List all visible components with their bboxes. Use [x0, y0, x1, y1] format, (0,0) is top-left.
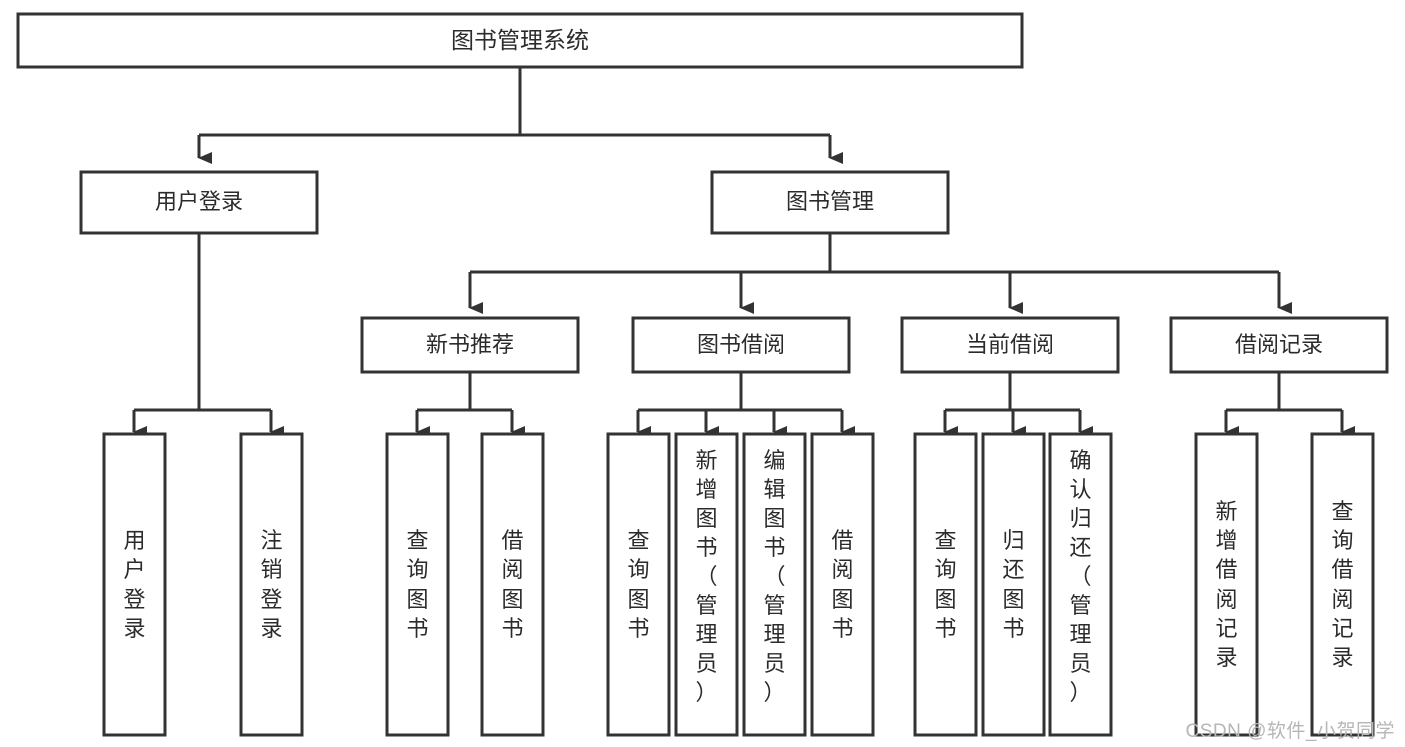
- leaf-edit-book-box[interactable]: [742, 432, 807, 737]
- leaf-query-borrow-record-box[interactable]: [1310, 432, 1375, 737]
- node-user-login-box[interactable]: [79, 170, 319, 235]
- leaf-return-book-box[interactable]: [981, 432, 1046, 737]
- node-borrow-record-box[interactable]: [1169, 316, 1389, 374]
- node-root-box[interactable]: [16, 12, 1024, 69]
- leaf-add-book-box[interactable]: [674, 432, 739, 737]
- watermark-text: CSDN @软件_小贺同学: [1185, 721, 1395, 742]
- leaf-query-book-current-box[interactable]: [913, 432, 978, 737]
- node-book-borrow-box[interactable]: [631, 316, 851, 374]
- leaf-confirm-return-box[interactable]: [1048, 432, 1113, 737]
- node-current-borrow-label: 当前借阅: [966, 332, 1054, 357]
- node-new-book-recommend-label: 新书推荐: [426, 332, 514, 357]
- leaf-query-book-recommend-box[interactable]: [385, 432, 450, 737]
- leaf-user-login-box[interactable]: [102, 432, 167, 737]
- leaf-borrow-book-recommend-box[interactable]: [480, 432, 545, 737]
- node-book-manage-box[interactable]: [710, 170, 950, 235]
- node-book-borrow-label: 图书借阅: [697, 332, 785, 357]
- node-layer: 图书管理系统 用户登录 图书管理 新书推荐 图书借阅 当前借阅 借阅记录: [16, 12, 1389, 737]
- leaf-logout-box[interactable]: [239, 432, 304, 737]
- node-book-manage-label: 图书管理: [786, 189, 874, 214]
- node-new-book-recommend-box[interactable]: [360, 316, 580, 374]
- leaf-borrow-book-box[interactable]: [810, 432, 875, 737]
- connector-layer: [132, 67, 1355, 438]
- node-user-login-label: 用户登录: [155, 189, 243, 214]
- node-current-borrow-box[interactable]: [900, 316, 1120, 374]
- node-root-label: 图书管理系统: [451, 27, 589, 53]
- node-borrow-record-label: 借阅记录: [1235, 332, 1323, 357]
- leaf-query-book-borrow-box[interactable]: [606, 432, 671, 737]
- leaf-add-borrow-record-box[interactable]: [1194, 432, 1259, 737]
